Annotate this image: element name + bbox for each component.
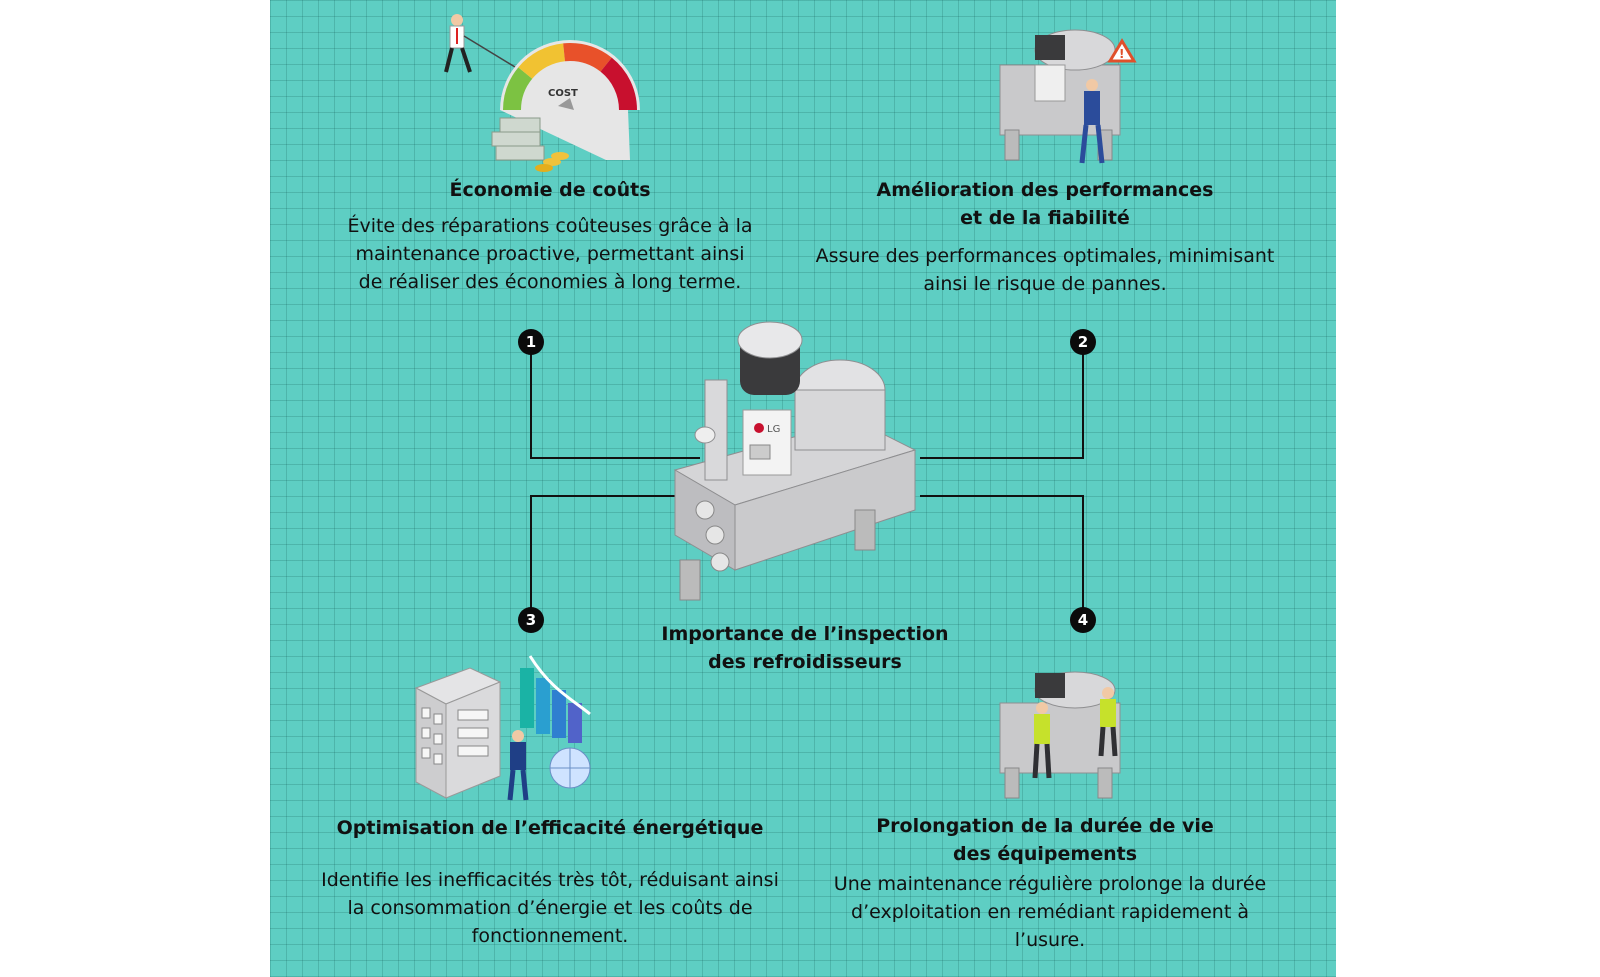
connector-lines — [530, 345, 1084, 610]
gauge-label: COST — [548, 88, 578, 99]
benefit-1-title: Économie de coûts — [449, 179, 651, 201]
badge-3: 3 — [518, 607, 544, 633]
chiller-two-technicians-illustration — [999, 671, 1121, 799]
benefit-2-description: Assure des performances optimales, minim… — [815, 245, 1275, 295]
brand-logo: LG — [767, 424, 780, 435]
chiller-warning-technician-illustration: ! — [999, 29, 1137, 164]
svg-text:!: ! — [1119, 47, 1124, 61]
building-energy-chart-illustration — [414, 655, 591, 801]
badge-1: 1 — [518, 329, 544, 355]
infographic-canvas: 1 2 3 4 COST ! — [270, 0, 1336, 977]
cost-gauge-illustration: COST — [444, 14, 640, 172]
benefit-4-title: Prolongation de la durée de vie des équi… — [876, 815, 1214, 865]
badge-4: 4 — [1070, 607, 1096, 633]
benefit-2-title: Amélioration des performances et de la f… — [876, 179, 1214, 229]
badge-2: 2 — [1070, 329, 1096, 355]
benefit-1-description: Évite des réparations coûteuses grâce à … — [347, 215, 753, 293]
central-title: Importance de l’inspection des refroidis… — [661, 623, 949, 673]
benefit-3-description: Identifie les inefficacités très tôt, ré… — [321, 869, 779, 947]
benefit-3-title: Optimisation de l’efficacité énergétique — [336, 817, 764, 839]
central-chiller-illustration: LG — [673, 321, 917, 601]
benefit-4-description: Une maintenance régulière prolonge la du… — [833, 873, 1267, 951]
